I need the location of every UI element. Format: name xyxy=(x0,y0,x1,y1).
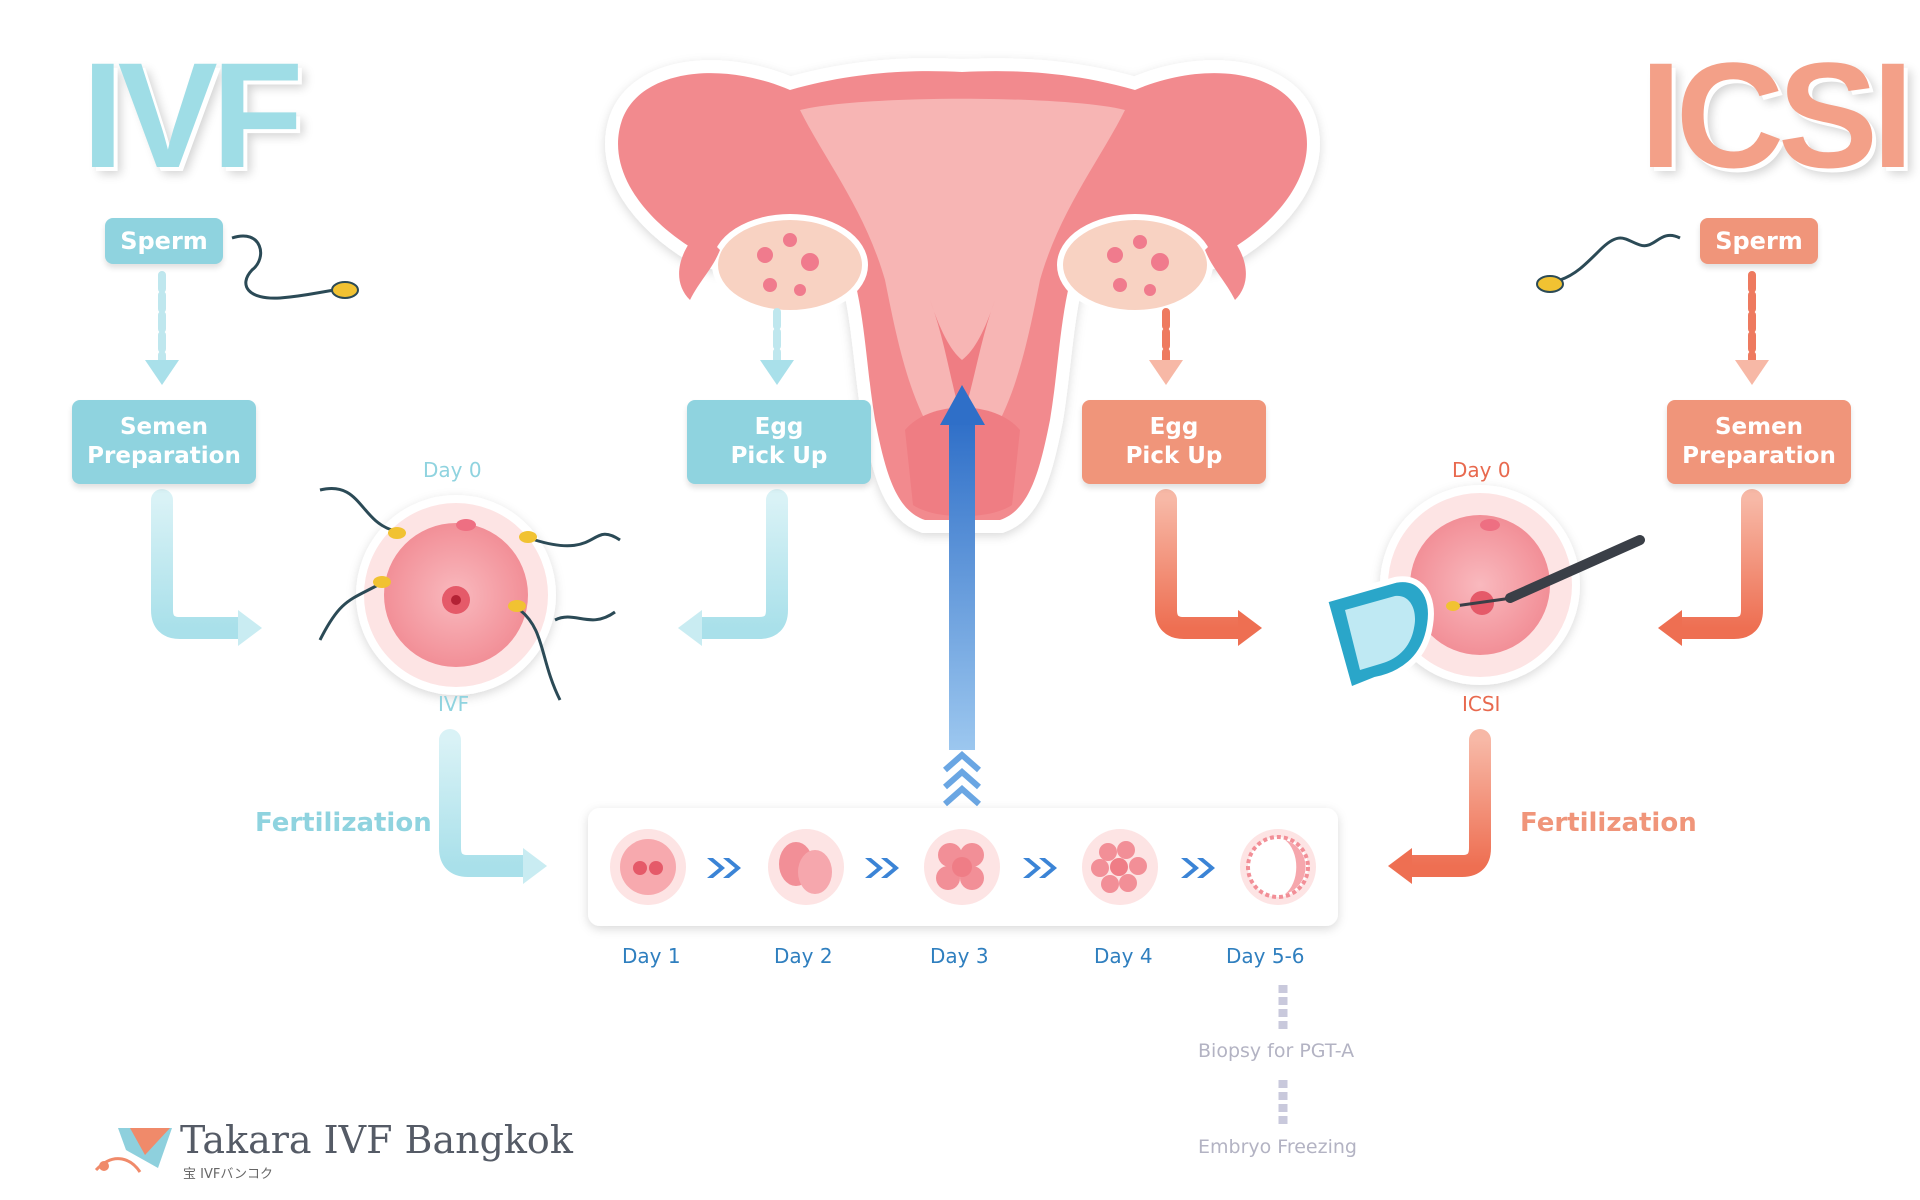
logo-subtitle: 宝 IVFバンコク xyxy=(183,1167,273,1182)
embryo-day3 xyxy=(924,829,1000,905)
embryo-freezing-label: Embryo Freezing xyxy=(1198,1136,1357,1158)
icsi-flow-arrows xyxy=(1149,271,1769,884)
ivf-method-label: IVF xyxy=(438,692,470,716)
uterus-illustration xyxy=(605,58,1320,533)
embryo-transfer-arrow xyxy=(940,385,985,807)
left-ovary xyxy=(679,214,868,316)
icsi-method-label: ICSI xyxy=(1462,692,1501,716)
icsi-egg-with-needle xyxy=(1321,485,1645,695)
icsi-fertilization-label: Fertilization xyxy=(1520,808,1697,838)
icsi-sperm-label: Sperm xyxy=(1715,227,1803,255)
icsi-semen-prep-line1: Semen xyxy=(1714,414,1804,441)
icsi-semen-prep-line2: Preparation xyxy=(1682,443,1836,469)
ivf-day0-label: Day 0 xyxy=(423,458,482,482)
embryo-day1 xyxy=(610,829,686,905)
icsi-semen-prep-box: Semen Preparation xyxy=(1667,400,1851,484)
ivf-egg-pickup-line1: Egg xyxy=(754,414,804,441)
icsi-sperm-icon xyxy=(1536,234,1681,293)
ivf-title: IVF xyxy=(82,31,303,199)
ivf-sperm-box: Sperm xyxy=(105,218,223,264)
embryo-day2 xyxy=(768,829,844,905)
embryo-day4 xyxy=(1082,829,1158,905)
embryo-day5-6 xyxy=(1240,829,1316,905)
icsi-day0-label: Day 0 xyxy=(1452,458,1511,482)
icsi-egg-pickup-box: Egg Pick Up xyxy=(1082,400,1266,484)
day-label-1: Day 1 xyxy=(622,944,681,968)
biopsy-pgt-a-label: Biopsy for PGT-A xyxy=(1198,1040,1355,1062)
icsi-title: ICSI xyxy=(1640,31,1914,199)
day-label-5-6: Day 5-6 xyxy=(1226,944,1305,968)
timeline-chevrons xyxy=(707,858,1215,878)
ivf-sperm-icon xyxy=(231,234,359,300)
takara-logo-mark xyxy=(94,1128,172,1173)
day-label-3: Day 3 xyxy=(930,944,989,968)
ivf-flow-arrows xyxy=(145,271,794,884)
ivf-sperm-label: Sperm xyxy=(120,227,208,255)
icsi-egg-pickup-line2: Pick Up xyxy=(1125,443,1223,469)
ivf-egg-pickup-line2: Pick Up xyxy=(730,443,828,469)
logo-name: Takara IVF Bangkok xyxy=(180,1118,573,1162)
ivf-semen-prep-line2: Preparation xyxy=(87,443,241,469)
ivf-semen-prep-box: Semen Preparation xyxy=(72,400,256,484)
day-label-2: Day 2 xyxy=(774,944,833,968)
right-ovary xyxy=(1057,214,1246,316)
icsi-sperm-box: Sperm xyxy=(1700,218,1818,264)
icsi-egg-pickup-line1: Egg xyxy=(1149,414,1199,441)
ivf-egg-pickup-box: Egg Pick Up xyxy=(687,400,871,484)
ivf-egg-with-sperm xyxy=(318,486,621,701)
day-label-4: Day 4 xyxy=(1094,944,1153,968)
ivf-semen-prep-line1: Semen xyxy=(119,414,209,441)
ivf-fertilization-label: Fertilization xyxy=(255,808,432,838)
